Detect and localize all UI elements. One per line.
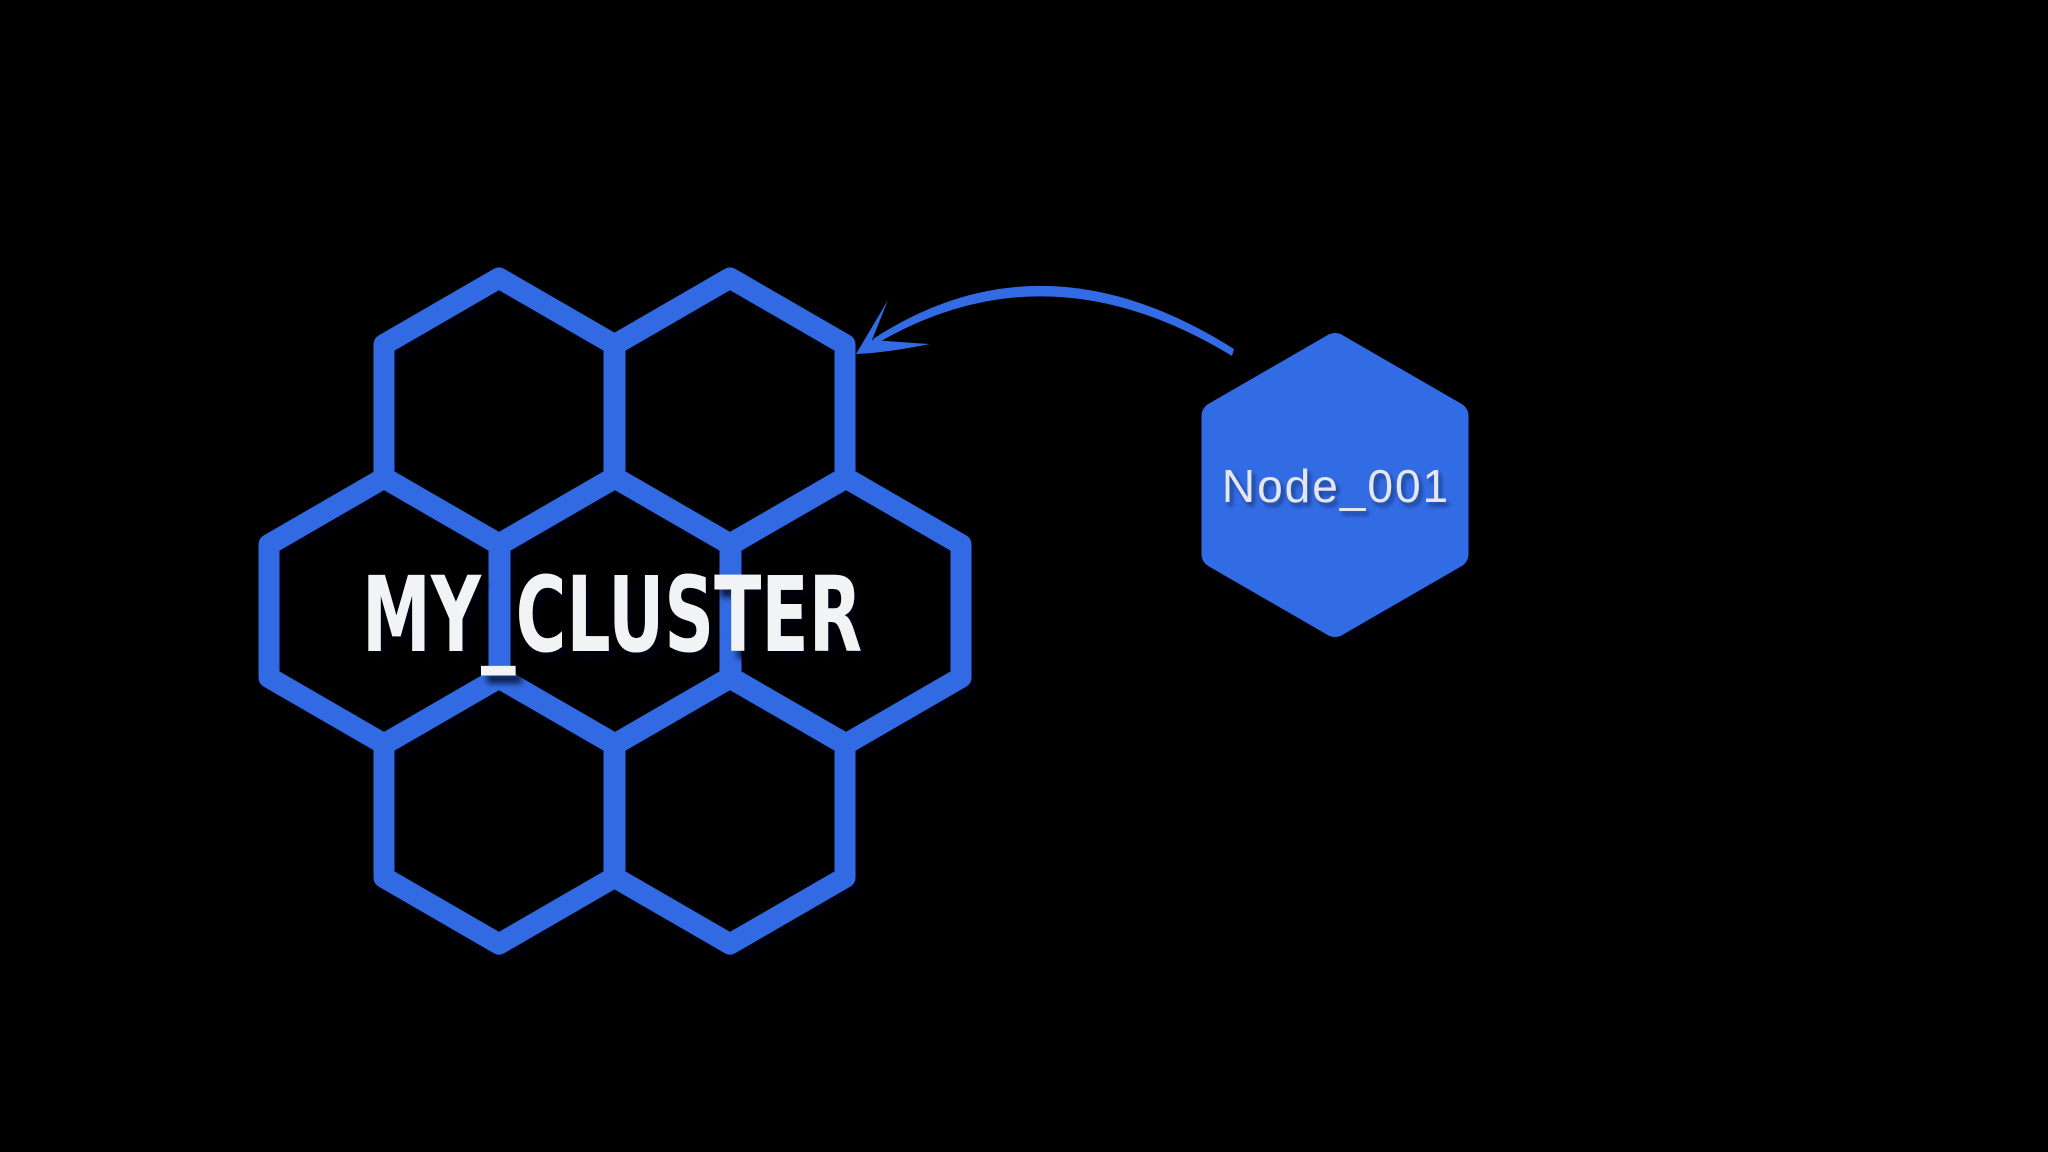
- cluster-honeycomb-icon: [258, 267, 972, 955]
- arrow-swoosh: [873, 285, 1234, 356]
- node-hexagon-icon: [1201, 333, 1469, 637]
- curved-arrow-icon: [856, 285, 1234, 356]
- arrow-head: [856, 300, 930, 354]
- cluster-label: MY_CLUSTER: [362, 554, 862, 676]
- node: Node_001: [1201, 333, 1469, 637]
- cluster-hexagon-cell: [373, 667, 625, 955]
- cluster-hexagon-cell: [604, 667, 856, 955]
- node-label: Node_001: [1222, 460, 1450, 512]
